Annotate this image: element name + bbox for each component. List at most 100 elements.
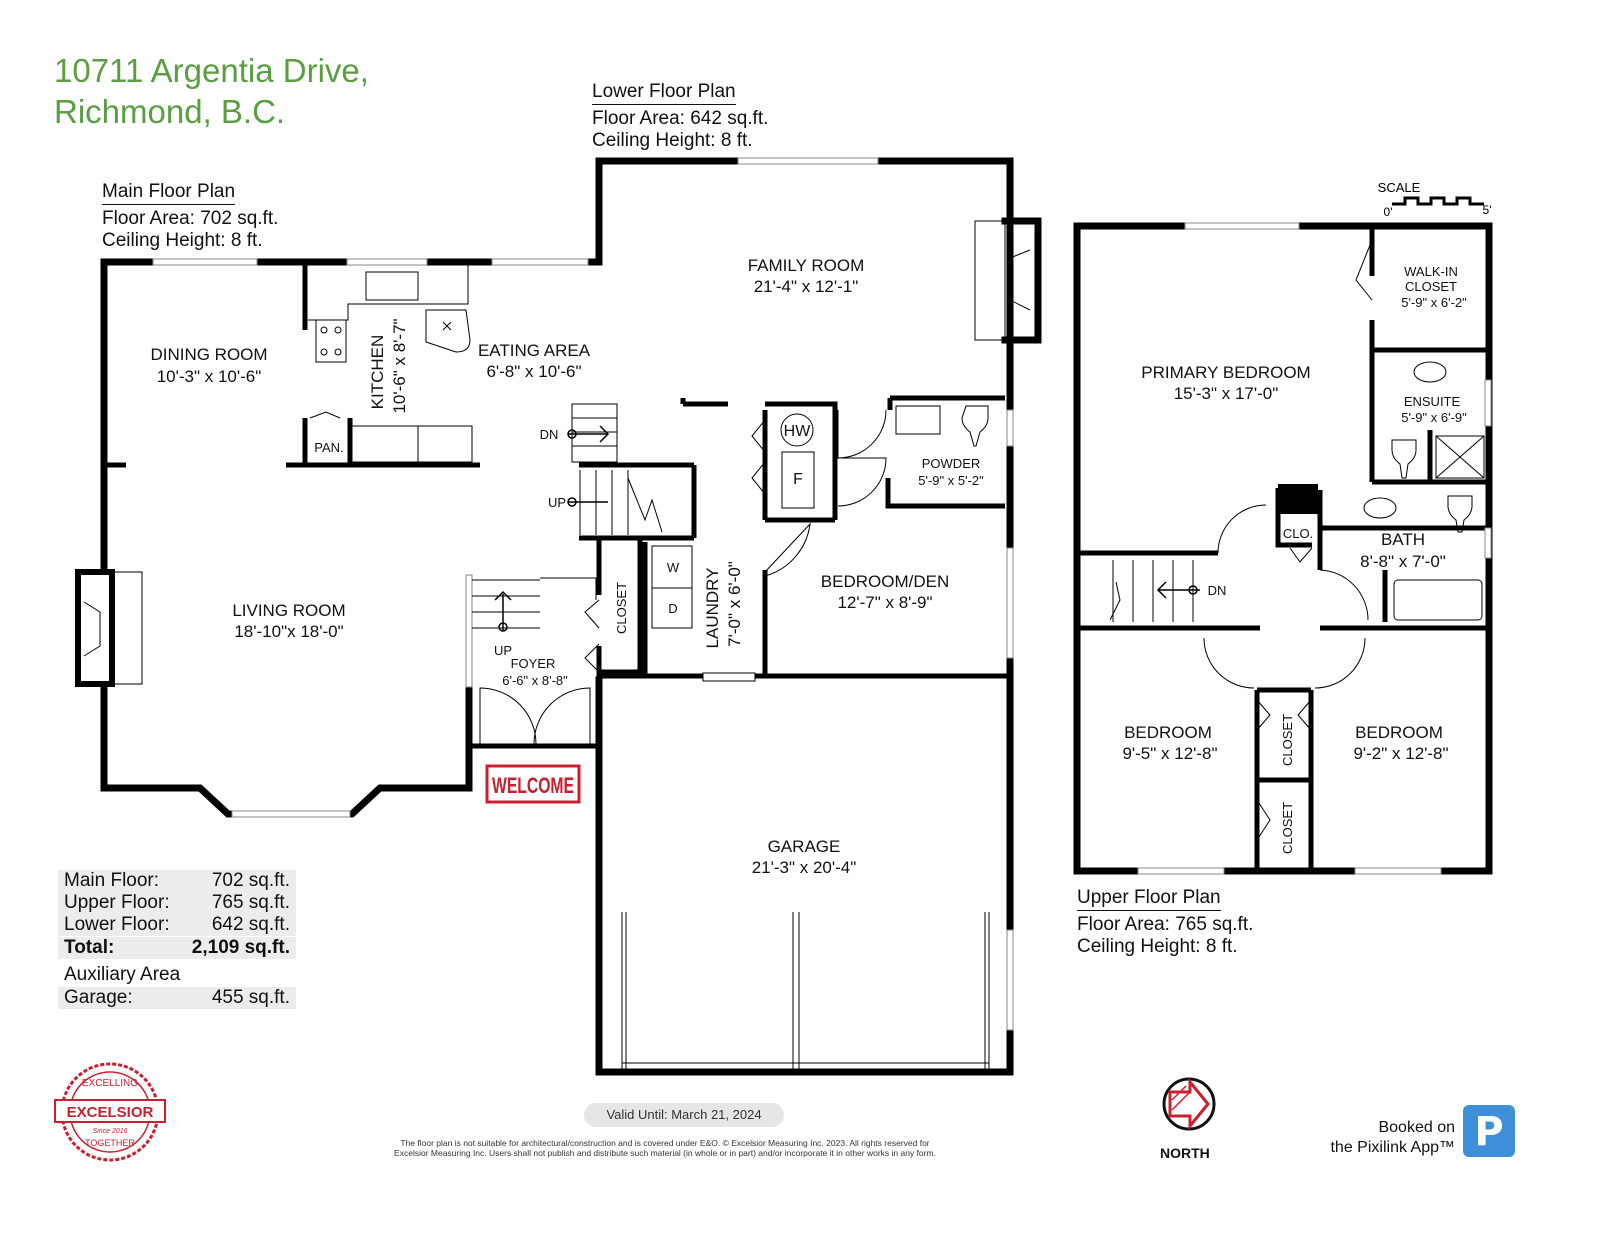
garage-label: GARAGE [768,837,841,856]
interior-walls [104,226,1489,871]
primary-bedroom-dim: 15'-3" x 17'-0" [1174,384,1279,403]
scale-bar: SCALE 0' 5' [1378,180,1492,219]
address-line-2: Richmond, B.C. [54,93,286,130]
bedroom-left-label: BEDROOM [1124,723,1212,742]
stair-arrows [494,425,1200,632]
dining-room-label: DINING ROOM [150,345,267,364]
dn-label-main: DN [540,427,559,442]
hw-label: HW [784,423,812,440]
clo-label: CLO. [1283,526,1313,541]
walk-in-dim: 5'-9" x 6'-2" [1401,295,1467,310]
foyer-dim: 6'-6" x 8'-8" [502,673,568,688]
kitchen-dim: 10'-6" x 8'-7" [390,318,409,413]
bath-dim: 8'-8" x 7'-0" [1360,552,1446,571]
bedroom-den-label: BEDROOM/DEN [821,572,949,591]
powder-dim: 5'-9" x 5'-2" [918,473,984,488]
main-outer-wall [100,258,603,818]
rotated-labels: KITCHEN 10'-6" x 8'-7" LAUNDRY 7'-0" x 6… [368,318,744,648]
scale-min: 0' [1384,205,1393,219]
scale-max: 5' [1483,203,1492,217]
rotated-closet-labels: CLOSET CLOSET CLOSET [614,582,1295,854]
fireplaces [75,220,1031,687]
badge-top: EXCELLING [82,1078,138,1089]
fixtures [308,239,1485,841]
bedroom-den-dim: 12'-7" x 8'-9" [837,593,932,612]
main-floor-area: Floor Area: 702 sq.ft. [102,208,279,229]
living-room-label: LIVING ROOM [232,601,345,620]
scale-label: SCALE [1378,180,1421,195]
property-address: 10711 Argentia Drive, Richmond, B.C. [54,50,369,132]
aux-area-title: Auxiliary Area [64,964,181,985]
foyer-label: FOYER [511,656,556,671]
windows [152,157,1492,1031]
upper-floor-title: Upper Floor Plan [1077,887,1221,911]
main-floor-heading: Main Floor Plan Floor Area: 702 sq.ft. C… [102,181,278,252]
eating-area-dim: 6'-8" x 10'-6" [486,362,581,381]
walk-in-label-1: WALK-IN [1404,264,1458,279]
disclaimer: The floor plan is not suitable for archi… [394,1138,936,1158]
laundry-dim: 7'-0" x 6'-0" [725,561,744,647]
ensuite-dim: 5'-9" x 6'-9" [1401,410,1467,425]
welcome-text: WELCOME [492,773,574,798]
area-row-total: Total:2,109 sq.ft. [58,936,296,959]
upper-floor-area: Floor Area: 765 sq.ft. [1077,914,1254,935]
upper-floor-ceiling: Ceiling Height: 8 ft. [1077,936,1238,957]
garage-dim: 21'-3" x 20'-4" [752,858,857,877]
pantry-label: PAN. [314,440,343,455]
bath-label: BATH [1381,530,1425,549]
room-labels: FAMILY ROOM 21'-4" x 12'-1" DINING ROOM … [150,256,1448,877]
dryer-label: D [668,601,677,616]
area-row-lower: Lower Floor:642 sq.ft. [64,914,290,935]
area-row-garage: Garage:455 sq.ft. [58,987,296,1009]
bedroom-right-label: BEDROOM [1355,723,1443,742]
closet-main-label: CLOSET [614,582,629,634]
lower-floor-heading: Lower Floor Plan Floor Area: 642 sq.ft. … [592,81,768,152]
upper-chase-solid [1278,484,1318,514]
area-row-main: Main Floor:702 sq.ft. [64,870,290,891]
family-room-label: FAMILY ROOM [748,256,865,275]
lower-floor-title: Lower Floor Plan [592,81,736,105]
family-fireplace-wall [1001,217,1042,344]
up-label-foyer: UP [494,643,512,658]
primary-bedroom-label: PRIMARY BEDROOM [1141,363,1310,382]
family-room-dim: 21'-4" x 12'-1" [754,277,859,296]
kitchen-label: KITCHEN [368,335,387,410]
bedroom-left-dim: 9'-5" x 12'-8" [1122,744,1217,763]
lower-floor-area: Floor Area: 642 sq.ft. [592,108,769,129]
badge-bottom: TOGETHER [85,1138,135,1148]
area-summary: Main Floor:702 sq.ft. Upper Floor:765 sq… [58,870,296,1009]
upper-floor-heading: Upper Floor Plan Floor Area: 765 sq.ft. … [1077,887,1253,958]
ensuite-label: ENSUITE [1404,394,1461,409]
bedroom-right-dim: 9'-2" x 12'-8" [1353,744,1448,763]
appliance-labels: HW F [784,423,812,488]
valid-until-badge: Valid Until: March 21, 2024 [584,1103,784,1127]
excelsior-badge: EXCELSIOR EXCELLING Since 2016 TOGETHER [54,1062,166,1162]
pixilink-logo-icon[interactable]: P [1463,1105,1515,1157]
laundry-label: LAUNDRY [703,568,722,649]
garage-door [621,912,990,1070]
area-rows: Main Floor:702 sq.ft. Upper Floor:765 sq… [58,870,296,959]
closet-upper-1-label: CLOSET [1280,714,1295,766]
upper-outer-wall [1073,222,1493,875]
main-floor-title: Main Floor Plan [102,181,236,205]
lower-outer-wall [595,157,1014,1076]
north-label: NORTH [1160,1145,1210,1161]
badge-mid: EXCELSIOR [67,1104,154,1121]
walk-in-label-2: CLOSET [1405,279,1457,294]
eating-area-label: EATING AREA [478,341,591,360]
address-line-1: 10711 Argentia Drive, [54,52,369,89]
booked-on-text: Booked on the Pixilink App™ [1330,1119,1455,1156]
up-label-main: UP [548,495,566,510]
closet-upper-2-label: CLOSET [1280,802,1295,854]
area-row-upper: Upper Floor:765 sq.ft. [64,892,290,913]
main-floor-ceiling: Ceiling Height: 8 ft. [102,230,263,251]
welcome-mat [485,764,581,804]
badge-since: Since 2016 [92,1128,127,1135]
washer-label: W [667,560,680,575]
dn-label-upper: DN [1208,583,1227,598]
powder-label: POWDER [922,456,981,471]
north-compass-icon [1162,1077,1216,1131]
small-room-labels: POWDER 5'-9" x 5'-2" FOYER 6'-6" x 8'-8"… [314,264,1467,688]
f-label: F [793,471,803,488]
